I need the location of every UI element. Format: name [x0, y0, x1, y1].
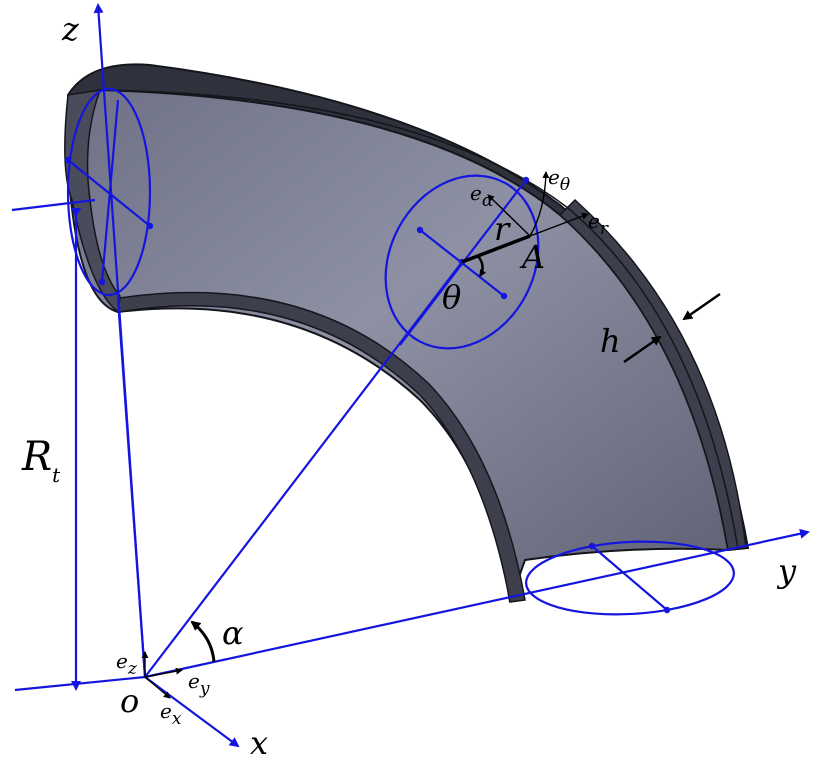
ez-label: ez [116, 649, 138, 679]
theta-arc [476, 255, 487, 277]
annotations [141, 171, 721, 699]
ey-e: e [188, 669, 200, 693]
h-label: h [600, 322, 621, 360]
er-sub: r [600, 219, 609, 239]
pipe-edge-line [99, 89, 739, 550]
alpha-arc [190, 620, 216, 663]
y-axis [144, 528, 810, 679]
pipe-inner-rim [117, 291, 526, 603]
labels: z y x o Rt h r A θ α eα eθ er ez ey ex [21, 10, 797, 760]
origin-label: o [120, 682, 139, 720]
rt-main: R [21, 434, 52, 480]
ex-sub: x [172, 709, 182, 729]
radial-line-left [116, 299, 147, 678]
section-points [64, 156, 671, 614]
bottom-section-line-1 [591, 545, 668, 611]
etheta-vector [529, 171, 550, 237]
etheta-label: eθ [548, 165, 570, 195]
ealpha-e: e [470, 181, 482, 205]
r-segment [461, 234, 531, 264]
point [500, 292, 508, 300]
point [416, 226, 424, 234]
point [663, 606, 671, 614]
point [588, 542, 596, 550]
theta-label: θ [442, 278, 461, 316]
r-label: r [494, 210, 511, 248]
ey-vector [144, 667, 183, 678]
point-a-label: A [519, 238, 545, 276]
point [522, 176, 530, 184]
ey-label: ey [188, 669, 210, 699]
y-axis-label: y [776, 552, 797, 590]
x-axis [144, 676, 240, 748]
er-e: e [588, 209, 600, 233]
point [64, 156, 72, 164]
etheta-e: e [548, 165, 560, 189]
middle-section-ellipse [384, 174, 540, 350]
pipe-right-band [558, 198, 747, 551]
left-section-ellipse [66, 87, 152, 297]
z-axis-label: z [61, 10, 80, 48]
point [146, 222, 154, 230]
rt-subscript: t [52, 463, 61, 487]
x-axis-label: x [250, 724, 268, 760]
ex-label: ex [160, 699, 182, 729]
ealpha-label: eα [470, 181, 494, 211]
construction-lines [11, 3, 810, 748]
alpha-label: α [222, 614, 244, 652]
ex-vector [144, 676, 171, 699]
rt-bottom-ext [14, 675, 146, 692]
radial-line-center [144, 261, 463, 678]
ez-sub: z [127, 659, 138, 679]
ey-sub: y [199, 679, 210, 699]
rt-top-ext [11, 198, 96, 212]
ealpha-vector [487, 194, 531, 237]
etheta-sub: θ [560, 175, 570, 195]
er-vector [529, 212, 589, 237]
ex-e: e [160, 699, 172, 723]
h-arrow-inner [623, 335, 662, 364]
ez-e: e [116, 649, 128, 673]
point [98, 278, 106, 286]
ealpha-sub: α [482, 191, 494, 211]
bottom-section-ellipse [525, 540, 735, 616]
h-arrow-outer [682, 292, 721, 321]
left-section-line-2 [100, 99, 120, 283]
rt-label: Rt [21, 434, 61, 487]
er-label: er [588, 209, 609, 239]
